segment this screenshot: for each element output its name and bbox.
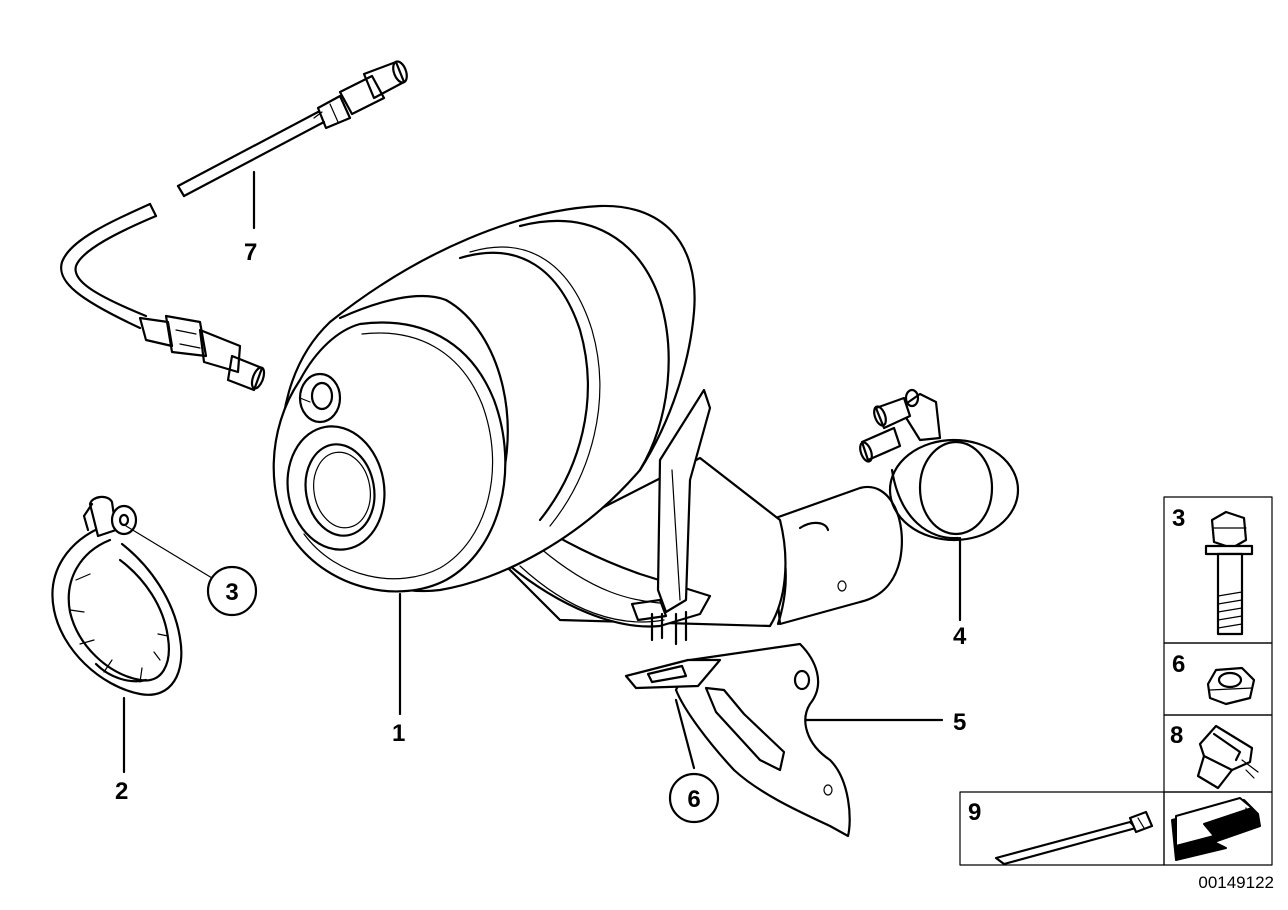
bolt-icon[interactable]: [1204, 510, 1254, 636]
callout-part-4: 4: [953, 623, 967, 650]
legend-number-9: 9: [968, 799, 981, 826]
bracket-part-5[interactable]: [624, 642, 851, 838]
nut-icon[interactable]: [1206, 666, 1256, 706]
callout-part-1: 1: [392, 720, 405, 747]
leader-lines: [122, 170, 962, 774]
cable-tie-icon[interactable]: [994, 810, 1154, 866]
parts-legend: 3 6 8 9: [959, 496, 1273, 866]
oxygen-sensor-part[interactable]: [60, 60, 409, 392]
legend-number-6: 6: [1172, 651, 1185, 678]
catalytic-converter-part[interactable]: [272, 204, 903, 646]
pipe-clamp-part-2[interactable]: [51, 495, 183, 696]
callout-circle-6: [668, 772, 720, 824]
clip-nut-icon[interactable]: [1196, 724, 1259, 790]
callout-part-2: 2: [115, 778, 128, 805]
callout-part-3: 3: [225, 579, 238, 606]
callout-part-5: 5: [953, 709, 966, 736]
legend-number-8: 8: [1170, 722, 1183, 749]
callout-part-6: 6: [687, 786, 700, 813]
drawing-number: 00149122: [1198, 873, 1274, 892]
direction-arrow-icon: [1171, 797, 1261, 861]
pipe-clamp-part-4[interactable]: [858, 388, 1020, 542]
legend-number-3: 3: [1172, 505, 1185, 532]
callout-part-7: 7: [244, 239, 257, 266]
callout-circle-3: [206, 565, 258, 617]
